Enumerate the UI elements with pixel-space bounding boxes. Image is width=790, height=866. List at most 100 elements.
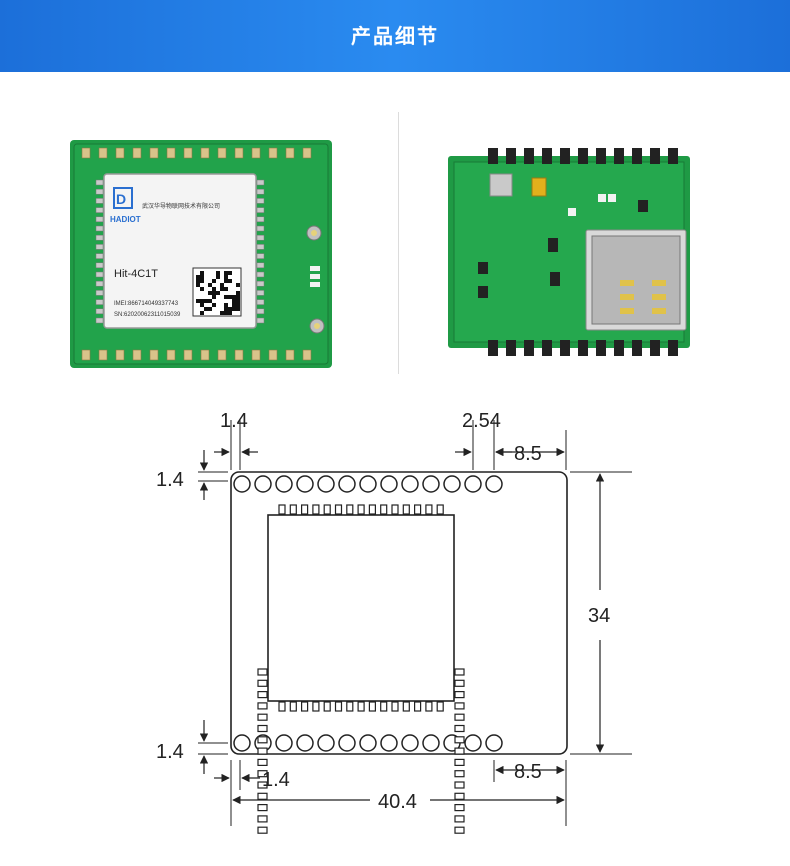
module-pin xyxy=(256,179,265,186)
chip-pin xyxy=(454,781,465,789)
chip-pin xyxy=(454,758,465,766)
chip-pin xyxy=(257,815,268,823)
chip-pin xyxy=(257,713,268,721)
qr-cell xyxy=(208,299,212,303)
qr-cell xyxy=(228,311,232,315)
qr-code xyxy=(192,267,242,317)
module-pin xyxy=(95,179,104,186)
pad-bottom xyxy=(422,734,440,752)
pcb-pin xyxy=(149,147,159,159)
qr-cell xyxy=(200,303,204,307)
chip-pin xyxy=(380,504,388,515)
pcb-pin xyxy=(285,147,295,159)
chip-pin xyxy=(402,504,410,515)
chip-pin xyxy=(454,679,465,687)
qr-cell xyxy=(236,299,240,303)
qr-cell xyxy=(224,287,228,291)
qr-cell xyxy=(216,271,220,275)
pad-bottom xyxy=(359,734,377,752)
pad-top xyxy=(275,475,293,493)
chip-pin xyxy=(454,713,465,721)
qr-cell xyxy=(196,279,200,283)
chip-pin xyxy=(454,691,465,699)
qr-cell xyxy=(200,279,204,283)
qr-cell xyxy=(204,307,208,311)
chip-pin xyxy=(454,804,465,812)
module-pin xyxy=(256,253,265,259)
chip-pin xyxy=(414,504,422,515)
module-pin xyxy=(256,280,265,287)
qr-cell xyxy=(224,271,228,275)
module-pin xyxy=(256,188,265,195)
chip-pin xyxy=(368,504,376,515)
chip-pin xyxy=(357,504,365,515)
chip-pin xyxy=(257,804,268,812)
header-pin xyxy=(614,340,624,356)
header-pin xyxy=(578,340,588,356)
module-pin xyxy=(256,234,265,241)
pad-bottom xyxy=(464,734,482,752)
chip-pin xyxy=(357,701,365,712)
module-pin xyxy=(95,207,104,213)
pad-bottom xyxy=(296,734,314,752)
pcb-pin xyxy=(132,147,142,159)
chip-pin xyxy=(257,770,268,778)
dimension-drawing: 1.4 2.54 8.5 1.4 34 1.4 1.4 8.5 40.4 xyxy=(156,410,632,834)
chip-pin xyxy=(257,691,268,699)
module-pin xyxy=(256,271,265,278)
chip-pin xyxy=(257,792,268,800)
chip-pin xyxy=(454,724,465,733)
module-sn: SN:62020062311015039 xyxy=(114,312,181,318)
pad-bottom xyxy=(338,734,356,752)
qr-cell xyxy=(200,275,204,279)
page-title: 产品细节 xyxy=(351,24,439,48)
chip-pin xyxy=(391,504,399,515)
qr-cell xyxy=(200,311,204,315)
chip-pin xyxy=(425,504,433,515)
header-pin xyxy=(632,340,642,356)
pad-top xyxy=(317,475,335,493)
qr-cell xyxy=(212,279,216,283)
module-pin xyxy=(95,225,104,232)
dim-pad-offset-x-bottom: 1.4 xyxy=(262,769,290,791)
header-pin xyxy=(668,340,678,356)
pad-top xyxy=(338,475,356,493)
svg-text:D: D xyxy=(116,191,126,207)
chip-pin xyxy=(334,504,343,515)
chip-pin xyxy=(436,701,444,712)
chip-pin xyxy=(402,701,410,712)
qr-cell xyxy=(212,291,216,295)
pcb-pin xyxy=(132,349,142,361)
pad-top xyxy=(359,475,377,493)
chip-pin xyxy=(312,504,320,515)
chip-pin xyxy=(257,668,268,676)
pcb-pin xyxy=(183,147,193,159)
module-pin xyxy=(95,253,104,259)
pcb-pin xyxy=(302,147,312,159)
chip-pin xyxy=(414,701,422,712)
chip-pin xyxy=(257,724,268,733)
chip-pin xyxy=(257,758,268,766)
pcb-pin xyxy=(115,349,125,361)
qr-cell xyxy=(216,275,220,279)
module-pin xyxy=(95,262,104,269)
chip-pin xyxy=(391,701,399,712)
chip-pin xyxy=(454,736,465,744)
qr-cell xyxy=(236,283,240,287)
module-logo-text: HADIOT xyxy=(110,215,141,224)
qr-cell xyxy=(196,299,200,303)
header-pin xyxy=(488,148,498,164)
pcb-pin xyxy=(217,349,227,361)
qr-cell xyxy=(236,291,240,295)
qr-cell xyxy=(208,307,212,311)
dim-height: 34 xyxy=(588,605,610,627)
chip-pin xyxy=(257,679,268,687)
module-back-photo xyxy=(448,148,690,356)
header-pin xyxy=(542,340,552,356)
pcb-pin xyxy=(200,147,210,159)
header-pin xyxy=(632,148,642,164)
module-pin xyxy=(95,244,104,250)
dim-pitch: 2.54 xyxy=(462,410,501,432)
dim-pad-offset-y-bottom: 1.4 xyxy=(156,741,184,763)
qr-cell xyxy=(224,311,228,315)
